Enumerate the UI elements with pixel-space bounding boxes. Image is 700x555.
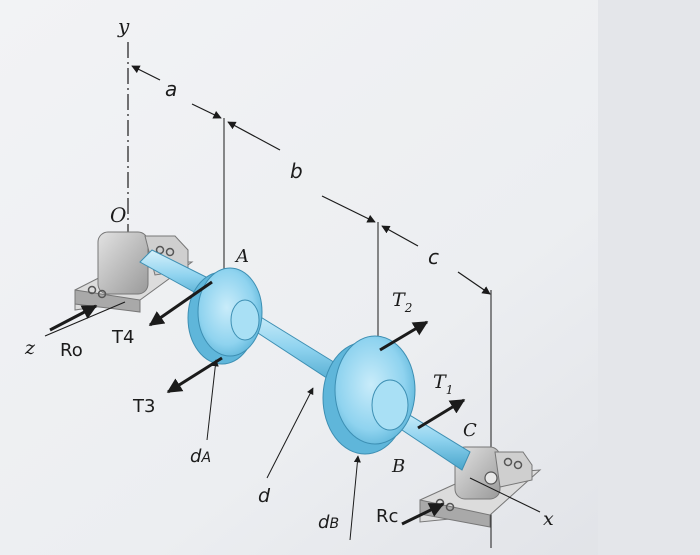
dim-c-arrow-left [381, 225, 419, 247]
z-axis-line [44, 301, 126, 337]
diameter-d-label: d [258, 485, 271, 507]
force-t4-arrow [148, 280, 213, 327]
dim-c-arrow-right [457, 271, 491, 295]
force-t2-base: T [392, 289, 406, 311]
diameter-db-base: d [318, 512, 330, 533]
disk-a [187, 267, 263, 365]
y-axis-label: y [117, 14, 130, 38]
point-c-label: C [463, 420, 477, 441]
reaction-rc-label: Rc [376, 506, 398, 527]
point-a-label: A [234, 246, 249, 267]
disk-b [322, 335, 416, 455]
dim-b-arrow-left [227, 121, 281, 151]
force-t3-label: T3 [132, 396, 155, 417]
background-right-band [598, 0, 700, 555]
dim-a-arrow-left [131, 65, 161, 81]
z-axis-label: z [24, 337, 36, 359]
diameter-da-label: dA [190, 446, 211, 467]
dim-a-label: a [165, 77, 177, 101]
dim-c-label: c [428, 245, 439, 269]
dim-a-arrow-right [191, 103, 222, 119]
dim-b-label: b [290, 159, 303, 183]
diameter-da-sub: A [200, 450, 211, 466]
leader-db [349, 455, 361, 541]
reaction-ro-label: Ro [60, 340, 83, 361]
diameter-db-sub: B [329, 516, 339, 532]
diameter-da-base: d [190, 446, 202, 467]
diameter-db-label: dB [318, 512, 339, 533]
leader-d [266, 387, 314, 479]
force-t4-label: T4 [111, 327, 134, 348]
x-axis-label: x [543, 508, 554, 530]
leader-da [206, 359, 219, 441]
force-t1-base: T [433, 371, 447, 393]
force-t1-arrow [417, 398, 466, 430]
force-t1-label: T1 [433, 371, 453, 397]
reaction-rc-arrow [401, 502, 445, 526]
point-b-label: B [391, 456, 405, 477]
x-axis-line [469, 477, 541, 513]
force-t2-arrow [379, 320, 429, 352]
force-t2-sub: 2 [404, 301, 413, 315]
force-t1-sub: 1 [446, 383, 454, 397]
dim-b-arrow-right [321, 195, 376, 223]
force-t2-label: T2 [392, 289, 412, 315]
reaction-ro-arrow [49, 304, 98, 332]
point-o-label: O [110, 203, 126, 227]
